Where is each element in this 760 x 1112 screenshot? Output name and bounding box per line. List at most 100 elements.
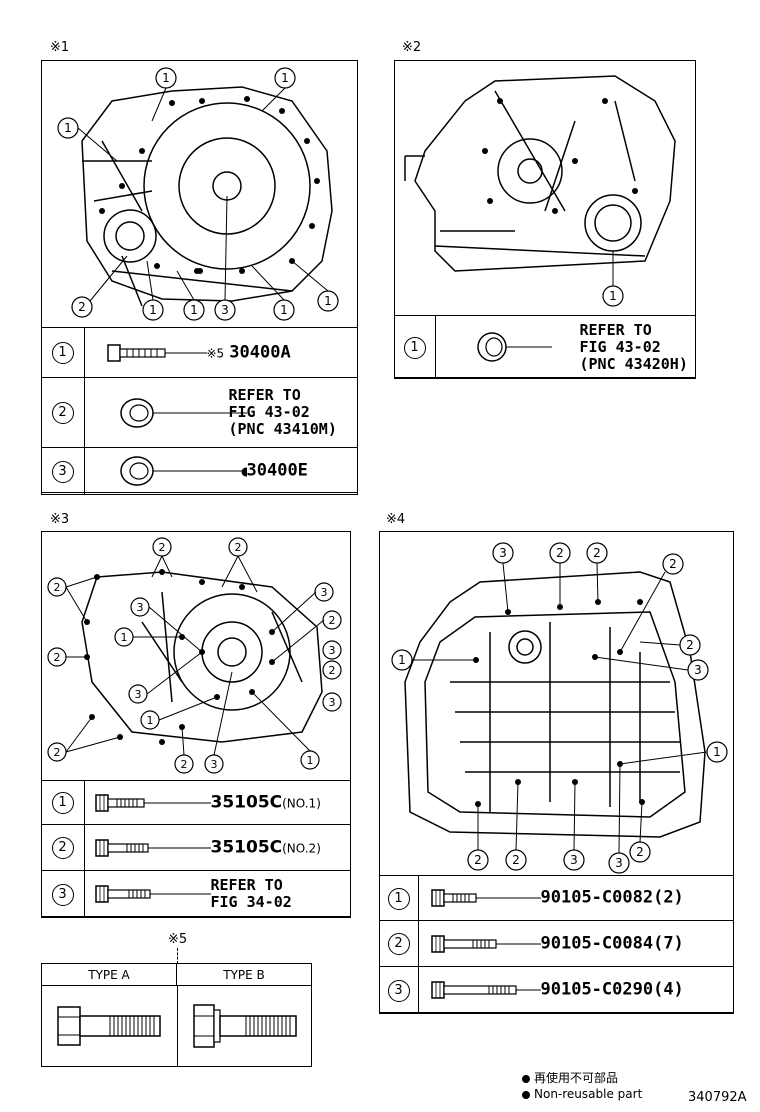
ref-mark-3: ※3 bbox=[50, 512, 70, 527]
transaxle-front-drawing: 1 1 1 2 1 1 3 1 1 bbox=[57, 67, 339, 321]
callout-label: 2 bbox=[159, 541, 166, 554]
callout-label: 1 bbox=[121, 631, 128, 644]
callout-label: 2 bbox=[474, 853, 482, 867]
callout-label: 3 bbox=[329, 696, 336, 709]
legend-number: 1 bbox=[403, 336, 426, 359]
bolt-icon bbox=[94, 885, 211, 903]
part-number: 35105C bbox=[210, 792, 283, 812]
legend-row: 2 35105C(NO.2) bbox=[40, 824, 351, 871]
refer-text: REFER TO bbox=[228, 386, 301, 404]
figure-code: 340792A bbox=[688, 1090, 747, 1105]
transaxle-side-drawing: 1 bbox=[404, 75, 676, 307]
legend-row: 1 ※5 30400A bbox=[40, 327, 358, 378]
callout-label: 1 bbox=[190, 303, 198, 317]
dot-icon bbox=[522, 1074, 530, 1083]
callout-label: 2 bbox=[181, 758, 188, 771]
ref-leader-line bbox=[177, 948, 178, 964]
ref-mark-5: ※5 bbox=[168, 932, 188, 947]
panel-5: TYPE A TYPE B bbox=[41, 963, 312, 1067]
legend-row: 1 REFER TO FIG 43-02 (PNC 43420H) bbox=[393, 315, 696, 379]
panel-3: 2 2 2 2 2 3 2 3 2 3 3 1 3 1 2 3 1 1 bbox=[40, 531, 351, 918]
callout-label: 1 bbox=[324, 294, 332, 308]
refer-text: (PNC 43410M) bbox=[228, 420, 337, 438]
callout-label: 3 bbox=[221, 303, 229, 317]
callout-label: 1 bbox=[280, 303, 288, 317]
legend-number: 2 bbox=[387, 933, 410, 955]
oil-seal-icon bbox=[119, 456, 250, 486]
type-a-bolt-icon bbox=[57, 1006, 161, 1046]
valve-body-drawing: 3 2 2 2 1 2 3 1 2 2 3 3 2 bbox=[391, 542, 728, 874]
transaxle-case-drawing: 2 2 2 2 2 3 2 3 2 3 3 1 3 1 2 3 1 bbox=[47, 537, 342, 774]
note-jp: 再使用不可部品 bbox=[522, 1070, 642, 1086]
type-b-bolt-icon bbox=[193, 1004, 297, 1048]
panel-2-legend: 1 REFER TO FIG 43-02 (PNC 43420H) bbox=[393, 315, 696, 379]
refer-text: REFER TO bbox=[579, 320, 652, 339]
callout-label: 3 bbox=[329, 644, 336, 657]
callout-label: 2 bbox=[686, 638, 694, 652]
callout-label: 3 bbox=[137, 601, 144, 614]
legend-row: 3 30400E bbox=[40, 447, 358, 495]
bolt-icon bbox=[430, 981, 541, 999]
callout-label: 1 bbox=[307, 754, 314, 767]
refer-text: REFER TO bbox=[210, 876, 283, 894]
bolt-icon bbox=[94, 793, 211, 812]
callout-label: 2 bbox=[54, 746, 61, 759]
callout-label: 1 bbox=[149, 303, 157, 317]
part-suffix: (NO.2) bbox=[282, 841, 321, 855]
legend-row: 1 90105-C0082(2) bbox=[378, 875, 734, 921]
refer-text: (PNC 43420H) bbox=[579, 354, 688, 373]
column-divider bbox=[177, 986, 178, 1066]
bolt-icon bbox=[430, 934, 541, 953]
callout-label: 1 bbox=[713, 745, 721, 759]
callout-label: 3 bbox=[694, 663, 702, 677]
part-number: 90105-C0084(7) bbox=[540, 933, 684, 953]
refer-text: FIG 43-02 bbox=[579, 337, 661, 356]
legend-number: 3 bbox=[387, 979, 410, 1002]
callout-label: 3 bbox=[570, 853, 578, 867]
oil-seal-icon bbox=[476, 332, 552, 362]
callout-label: 2 bbox=[593, 546, 601, 560]
type-a-header: TYPE A bbox=[42, 964, 177, 986]
legend-number: 2 bbox=[51, 402, 74, 424]
legend-row: 2 REFER TO FIG 43-02 (PNC 43410M) bbox=[40, 377, 358, 448]
callout-label: 1 bbox=[64, 121, 72, 135]
callout-label: 2 bbox=[54, 581, 61, 594]
ref-mark-4: ※4 bbox=[386, 512, 406, 527]
callout-label: 1 bbox=[609, 289, 617, 303]
ref-mark-2: ※2 bbox=[402, 40, 422, 55]
legend-row: 2 90105-C0084(7) bbox=[378, 920, 734, 967]
callout-label: 3 bbox=[499, 546, 507, 560]
legend-number: 3 bbox=[51, 883, 74, 906]
legend-number: 1 bbox=[387, 887, 410, 910]
callout-label: 2 bbox=[556, 546, 564, 560]
part-number: 90105-C0082(2) bbox=[540, 887, 684, 908]
bolt-icon bbox=[106, 343, 207, 362]
callout-label: 2 bbox=[329, 664, 336, 677]
callout-label: 2 bbox=[512, 853, 520, 867]
callout-label: 1 bbox=[281, 71, 289, 85]
part-number: 30400A bbox=[229, 342, 291, 362]
callout-label: 2 bbox=[669, 557, 677, 571]
panel-1-legend: 1 ※5 30400A 2 bbox=[40, 327, 358, 495]
type-b-header: TYPE B bbox=[177, 964, 311, 986]
bolt-icon bbox=[94, 838, 211, 857]
note-en: Non-reusable part bbox=[522, 1086, 642, 1102]
callout-label: 1 bbox=[147, 714, 154, 727]
callout-label: 3 bbox=[211, 758, 218, 771]
panel-4-legend: 1 90105-C0082(2) 2 bbox=[378, 875, 734, 1014]
panel-4: 3 2 2 2 1 2 3 1 2 2 3 3 2 1 bbox=[378, 531, 734, 1014]
refer-text: FIG 43-02 bbox=[228, 403, 310, 421]
legend-row: 3 REFER TO FIG 34-02 bbox=[40, 870, 351, 918]
part-number: 35105C bbox=[210, 837, 283, 857]
legend-number: 3 bbox=[51, 460, 74, 483]
bolt-icon bbox=[430, 889, 541, 907]
refer-text: FIG 34-02 bbox=[210, 893, 292, 911]
type-note: ※5 bbox=[206, 346, 225, 360]
ref-mark-1: ※1 bbox=[50, 40, 70, 55]
callout-label: 1 bbox=[162, 71, 170, 85]
callout-label: 3 bbox=[615, 856, 623, 870]
legend-number: 1 bbox=[51, 342, 74, 364]
panel-3-legend: 1 35105C(NO.1) 2 35 bbox=[40, 780, 351, 918]
legend-row: 1 35105C(NO.1) bbox=[40, 780, 351, 825]
callout-label: 3 bbox=[135, 688, 142, 701]
